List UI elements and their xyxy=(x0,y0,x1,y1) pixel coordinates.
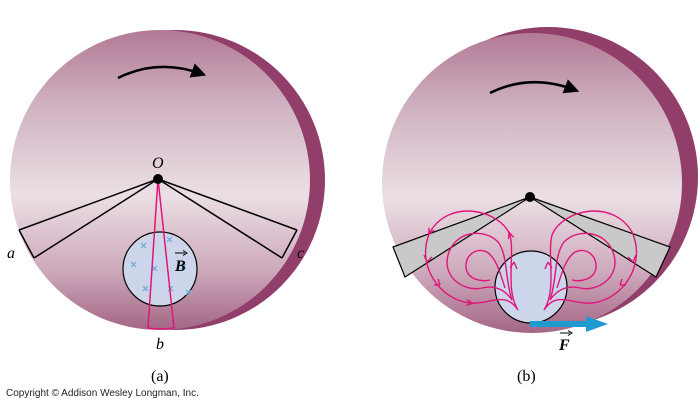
caption-a: (a) xyxy=(151,368,169,385)
rotation-arrow-a xyxy=(117,63,207,80)
eddy-arrow-heads xyxy=(423,254,637,286)
force-label-f: F xyxy=(558,337,570,354)
label-a: a xyxy=(7,245,15,262)
pivot-o xyxy=(153,174,163,184)
figure-a: B O a c b (a) xyxy=(7,30,325,385)
field-vector-label xyxy=(175,250,188,256)
label-b: b xyxy=(156,336,164,353)
caption-b: (b) xyxy=(517,368,536,385)
copyright-notice: Copyright © Addison Wesley Longman, Inc. xyxy=(6,388,199,399)
pivot-b xyxy=(525,192,535,202)
label-o: O xyxy=(152,155,164,172)
eddy-current-loops xyxy=(424,210,638,311)
sector-a xyxy=(18,178,159,259)
force-arrow xyxy=(530,316,608,332)
sector-b xyxy=(147,178,175,330)
sector-c xyxy=(157,178,298,259)
rotation-arrow-b xyxy=(489,79,580,95)
field-into-page-markers xyxy=(130,236,192,296)
field-label-b: B xyxy=(174,258,186,275)
figure-b: F (b) xyxy=(382,27,698,385)
force-vector-label xyxy=(560,330,573,336)
label-c: c xyxy=(297,245,304,262)
magnetic-field-region-a xyxy=(122,231,198,307)
